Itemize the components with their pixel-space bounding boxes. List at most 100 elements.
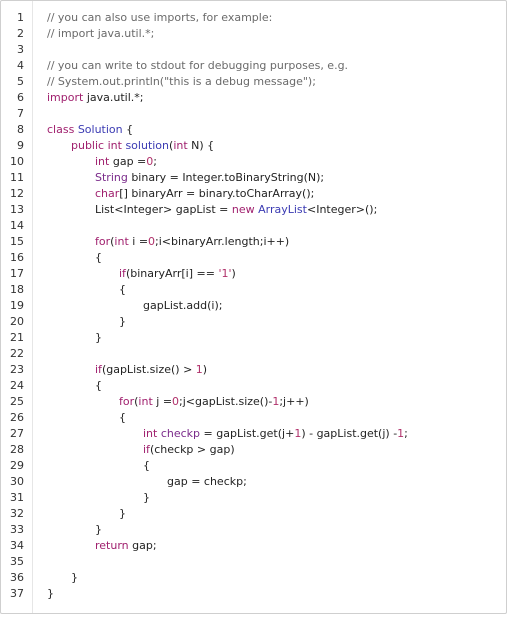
line-number: 2 [17, 27, 24, 40]
code-text[interactable]: class Solution { [47, 122, 133, 138]
code-text[interactable]: int gap =0; [95, 154, 157, 170]
code-text[interactable]: String binary = Integer.toBinaryString(N… [95, 170, 324, 186]
code-text[interactable]: return gap; [95, 538, 157, 554]
code-line[interactable]: 1// you can also use imports, for exampl… [1, 10, 506, 26]
code-line[interactable]: 2 // import java.util.*; [1, 26, 506, 42]
line-number: 23 [10, 363, 24, 376]
code-token: ;i<binaryArr.length;i++) [155, 235, 290, 248]
code-line[interactable]: 33} [1, 522, 506, 538]
line-number: 31 [10, 491, 24, 504]
code-text[interactable]: { [143, 458, 150, 474]
code-token: 0 [172, 395, 180, 408]
code-text[interactable]: } [143, 490, 150, 506]
code-line[interactable]: 35 [1, 554, 506, 570]
code-text[interactable]: } [71, 570, 78, 586]
code-line[interactable]: 5// System.out.println("this is a debug … [1, 74, 506, 90]
code-line[interactable]: 25 for(int j =0;j<gapList.size()-1;j++) [1, 394, 506, 410]
code-line[interactable]: 13 List<Integer> gapList = new ArrayList<… [1, 202, 506, 218]
line-number: 18 [10, 283, 24, 296]
code-keyword: public [71, 139, 105, 152]
code-line[interactable]: 18 { [1, 282, 506, 298]
code-line[interactable]: 7 [1, 106, 506, 122]
code-token: ) - gapList.get(j) - [301, 427, 398, 440]
code-line[interactable]: 21} [1, 330, 506, 346]
code-line[interactable]: 6 import java.util.*; [1, 90, 506, 106]
code-token: 0 [148, 235, 156, 248]
code-token: i = [128, 235, 149, 248]
code-text[interactable]: int checkp = gapList.get(j+1) - gapList.… [143, 426, 408, 442]
code-editor[interactable]: 1 // you can also use imports, for exampl… [0, 0, 507, 614]
code-token: = gapList.get(j+ [200, 427, 295, 440]
code-text[interactable]: gapList.add(i); [143, 298, 222, 314]
code-text[interactable]: // you can also use imports, for example… [47, 10, 272, 26]
line-number: 25 [10, 395, 24, 408]
code-text[interactable]: // import java.util.*; [47, 26, 154, 42]
code-text[interactable]: if(gapList.size() > 1) [95, 362, 207, 378]
code-text[interactable]: char[] binaryArr = binary.toCharArray(); [95, 186, 314, 202]
code-line[interactable]: 32} [1, 506, 506, 522]
code-keyword: if [95, 363, 102, 376]
code-text[interactable]: { [119, 410, 126, 426]
code-token: 1 [272, 395, 280, 408]
code-line[interactable]: 20} [1, 314, 506, 330]
code-text[interactable]: } [47, 586, 54, 602]
code-text[interactable]: for(int j =0;j<gapList.size()-1;j++) [119, 394, 309, 410]
code-text[interactable]: } [119, 314, 126, 330]
line-number: 13 [10, 203, 24, 216]
code-line[interactable]: 24{ [1, 378, 506, 394]
code-text[interactable]: } [119, 506, 126, 522]
code-line[interactable]: 14 [1, 218, 506, 234]
code-text[interactable]: { [119, 282, 126, 298]
code-keyword: if [143, 443, 150, 456]
code-text[interactable]: if(binaryArr[i] == '1') [119, 266, 236, 282]
code-line[interactable]: 34 return gap; [1, 538, 506, 554]
code-line[interactable]: 31} [1, 490, 506, 506]
line-number: 6 [17, 91, 24, 104]
code-text[interactable]: { [95, 378, 102, 394]
code-line[interactable]: 4// you can write to stdout for debuggin… [1, 58, 506, 74]
code-text[interactable]: public int solution(int N) { [71, 138, 214, 154]
code-token: (checkp > gap) [149, 443, 235, 456]
code-text[interactable]: if(checkp > gap) [143, 442, 235, 458]
line-number-gutter [1, 1, 33, 613]
code-token: ;j++) [279, 395, 309, 408]
code-text[interactable]: } [95, 522, 102, 538]
code-token: 1 [294, 427, 302, 440]
code-line[interactable]: 3 [1, 42, 506, 58]
line-number: 20 [10, 315, 24, 328]
code-comment: // import java.util.*; [47, 27, 155, 40]
code-line[interactable]: 36} [1, 570, 506, 586]
code-text[interactable]: { [95, 250, 102, 266]
code-line[interactable]: 16{ [1, 250, 506, 266]
code-text[interactable]: for(int i =0;i<binaryArr.length;i++) [95, 234, 289, 250]
code-line[interactable]: 37} [1, 586, 506, 602]
code-token: ; [153, 155, 157, 168]
code-line[interactable]: 23 if(gapList.size() > 1) [1, 362, 506, 378]
code-lines[interactable]: 1 // you can also use imports, for exampl… [1, 10, 506, 602]
code-token: ) [231, 267, 236, 280]
line-number: 34 [10, 539, 24, 552]
code-line[interactable]: 26{ [1, 410, 506, 426]
code-text[interactable]: import java.util.*; [47, 90, 143, 106]
code-text[interactable]: gap = checkp; [167, 474, 247, 490]
code-text[interactable]: } [95, 330, 102, 346]
code-comment: // System.out.println("this is a debug m… [47, 75, 316, 88]
code-text[interactable]: // you can write to stdout for debugging… [47, 58, 348, 74]
line-number: 8 [17, 123, 24, 136]
code-text[interactable]: List<Integer> gapList = new ArrayList<In… [95, 202, 377, 218]
code-line[interactable]: 29{ [1, 458, 506, 474]
code-line[interactable]: 8 class Solution { [1, 122, 506, 138]
line-number: 3 [17, 43, 24, 56]
code-text[interactable]: // System.out.println("this is a debug m… [47, 74, 316, 90]
code-line[interactable]: 22 [1, 346, 506, 362]
